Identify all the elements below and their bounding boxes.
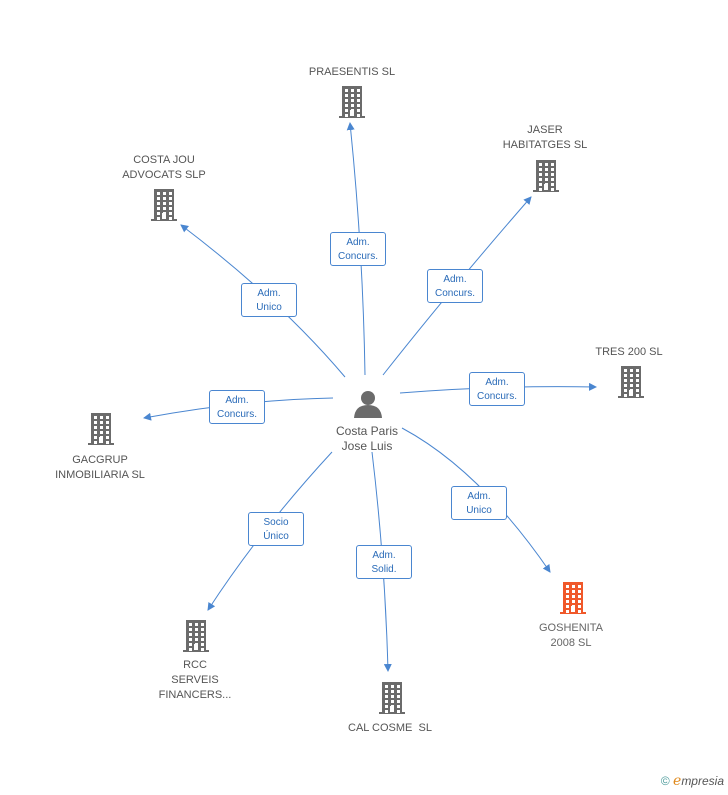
company-name-line: CAL COSME SL (348, 722, 432, 734)
building-icon-costa-jou[interactable] (151, 189, 177, 221)
relation-label-line: Unico (256, 302, 282, 313)
company-name-line: TRES 200 SL (595, 346, 663, 358)
company-label-gacgrup[interactable]: GACGRUP INMOBILIARIA SL (15, 453, 185, 483)
company-label-goshenita[interactable]: GOSHENITA 2008 SL (486, 621, 656, 651)
edge-goshenita (401, 427, 551, 573)
relation-label-line: Concurs. (476, 391, 517, 402)
building-icon-rcc[interactable] (183, 620, 209, 652)
footer-brand[interactable]: © empresia (661, 773, 724, 789)
company-label-costa-jou[interactable]: COSTA JOU ADVOCATS SLP (79, 153, 249, 183)
relation-label-line: Adm. (257, 288, 281, 299)
company-name-line: INMOBILIARIA SL (55, 469, 145, 481)
relation-label-line: Concurs. (337, 251, 378, 262)
relation-label-jaser[interactable]: Adm. Concurs. (427, 269, 483, 303)
company-label-cal-cosme[interactable]: CAL COSME SL (305, 721, 475, 736)
center-person-label[interactable]: Costa Paris Jose Luis (307, 424, 427, 454)
relation-label-line: Socio (263, 517, 289, 528)
brand-logo-initial: e (673, 773, 682, 789)
company-name-line: COSTA JOU (133, 154, 195, 166)
relation-label-line: Adm. (485, 377, 509, 388)
person-icon[interactable] (354, 391, 382, 418)
relation-label-line: Adm. (467, 491, 491, 502)
company-name-line: GACGRUP (72, 454, 128, 466)
relation-label-line: Unico (466, 505, 492, 516)
relation-label-line: Adm. (372, 550, 396, 561)
company-name-line: JASER (527, 124, 563, 136)
building-icon-jaser[interactable] (533, 160, 559, 192)
relation-label-line: Adm. (225, 395, 249, 406)
building-icon-tres-200[interactable] (618, 366, 644, 398)
company-name-line: RCC (183, 659, 207, 671)
company-name-line: GOSHENITA (539, 622, 603, 634)
company-name-line: 2008 SL (550, 637, 592, 649)
company-label-praesentis[interactable]: PRAESENTIS SL (267, 65, 437, 80)
company-name-line: ADVOCATS SLP (122, 169, 206, 181)
building-icon-cal-cosme[interactable] (379, 682, 405, 714)
relation-label-line: Único (263, 531, 289, 542)
building-icon-goshenita[interactable] (560, 582, 586, 614)
relation-label-line: Concurs. (216, 409, 257, 420)
relation-label-tres-200[interactable]: Adm. Concurs. (469, 372, 525, 406)
brand-logo-text: mpresia (681, 774, 724, 788)
company-label-jaser[interactable]: JASER HABITATGES SL (460, 123, 630, 153)
center-name-line1: Costa Paris (335, 424, 399, 438)
relation-label-gacgrup[interactable]: Adm. Concurs. (209, 390, 265, 424)
relation-label-cal-cosme[interactable]: Adm. Solid. (356, 545, 412, 579)
company-name-line: FINANCERS... (158, 689, 232, 701)
relation-label-goshenita[interactable]: Adm. Unico (451, 486, 507, 520)
company-label-tres-200[interactable]: TRES 200 SL (544, 345, 714, 360)
company-name-line: HABITATGES SL (502, 139, 588, 151)
relation-label-line: Concurs. (434, 288, 475, 299)
relation-label-line: Adm. (443, 274, 467, 285)
relation-label-costa-jou[interactable]: Adm. Unico (241, 283, 297, 317)
relation-label-praesentis[interactable]: Adm. Concurs. (330, 232, 386, 266)
relation-label-line: Adm. (346, 237, 370, 248)
building-icon-praesentis[interactable] (339, 86, 365, 118)
company-name-line: PRAESENTIS SL (308, 66, 396, 78)
copyright-symbol: © (660, 774, 670, 788)
company-label-rcc[interactable]: RCC SERVEIS FINANCERS... (110, 658, 280, 703)
relation-label-line: Solid. (371, 564, 397, 575)
building-icon-gacgrup[interactable] (88, 413, 114, 445)
company-name-line: SERVEIS (171, 674, 219, 686)
center-name-line2: Jose Luis (341, 439, 393, 453)
